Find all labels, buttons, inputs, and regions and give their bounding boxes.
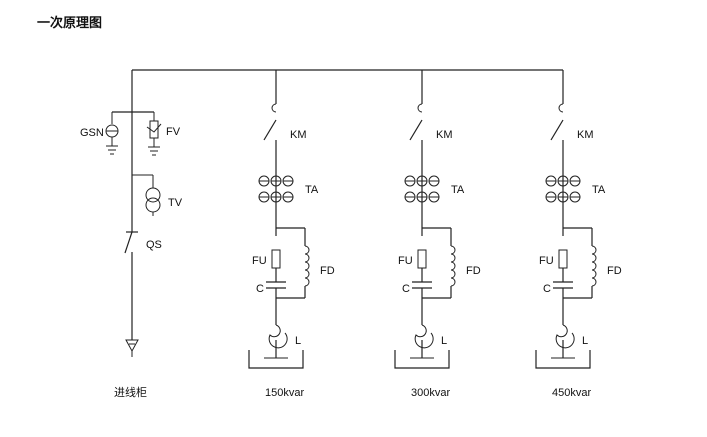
c-label: C bbox=[256, 283, 264, 295]
earth-bed bbox=[535, 350, 591, 369]
l-reactor bbox=[414, 324, 434, 349]
fd-discharge-coil bbox=[304, 245, 310, 287]
gsn-indicator bbox=[105, 112, 119, 155]
cable-terminal bbox=[125, 339, 139, 357]
branch-capacity-caption: 450kvar bbox=[552, 387, 591, 399]
fd-discharge-coil bbox=[591, 245, 597, 287]
l-label: L bbox=[295, 335, 301, 347]
ta-current-transformers bbox=[545, 175, 581, 203]
c-label: C bbox=[402, 283, 410, 295]
capacitor-branch-1: KM TA FD FU C L 150kvar bbox=[248, 70, 335, 399]
fu-label: FU bbox=[398, 255, 413, 267]
fu-label: FU bbox=[539, 255, 554, 267]
ta-current-transformers bbox=[258, 175, 294, 203]
capacitor-branches: KM TA FD FU C L 150kvar KM TA FD FU C L 300kvar KM TA FD… bbox=[248, 70, 622, 399]
km-contactor bbox=[409, 119, 423, 141]
tv-voltage-transformer bbox=[132, 174, 161, 216]
fd-label: FD bbox=[607, 265, 622, 277]
earth-bed bbox=[394, 350, 450, 369]
l-reactor bbox=[268, 324, 288, 349]
capacitor-branch-3: KM TA FD FU C L 450kvar bbox=[535, 70, 622, 399]
incoming-caption: 进线柜 bbox=[114, 385, 147, 399]
qs-isolating-switch bbox=[124, 231, 138, 340]
capacitor-branch-2: KM TA FD FU C L 300kvar bbox=[394, 70, 481, 399]
km-contactor bbox=[550, 119, 564, 141]
branch-capacity-caption: 150kvar bbox=[265, 387, 304, 399]
km-label: KM bbox=[290, 129, 307, 141]
gsn-label: GSN bbox=[80, 127, 104, 139]
fd-label: FD bbox=[320, 265, 335, 277]
earth-bed bbox=[248, 350, 304, 369]
fd-label: FD bbox=[466, 265, 481, 277]
c-label: C bbox=[543, 283, 551, 295]
incoming-cabinet: GSN FV TV QS bbox=[80, 70, 183, 399]
fu-label: FU bbox=[252, 255, 267, 267]
fu-fuse bbox=[558, 249, 568, 269]
fd-discharge-coil bbox=[450, 245, 456, 287]
fu-fuse bbox=[417, 249, 427, 269]
l-label: L bbox=[582, 335, 588, 347]
km-label: KM bbox=[577, 129, 594, 141]
fu-fuse bbox=[271, 249, 281, 269]
ta-current-transformers bbox=[404, 175, 440, 203]
qs-label: QS bbox=[146, 239, 162, 251]
diagram-title: 一次原理图 bbox=[37, 15, 102, 31]
km-label: KM bbox=[436, 129, 453, 141]
tv-label: TV bbox=[168, 197, 183, 209]
branch-capacity-caption: 300kvar bbox=[411, 387, 450, 399]
ta-label: TA bbox=[305, 184, 319, 196]
fv-label: FV bbox=[166, 126, 181, 138]
l-label: L bbox=[441, 335, 447, 347]
ta-label: TA bbox=[451, 184, 465, 196]
km-contactor bbox=[263, 119, 277, 141]
ta-label: TA bbox=[592, 184, 606, 196]
fv-surge-arrester bbox=[146, 112, 162, 156]
l-reactor bbox=[555, 324, 575, 349]
